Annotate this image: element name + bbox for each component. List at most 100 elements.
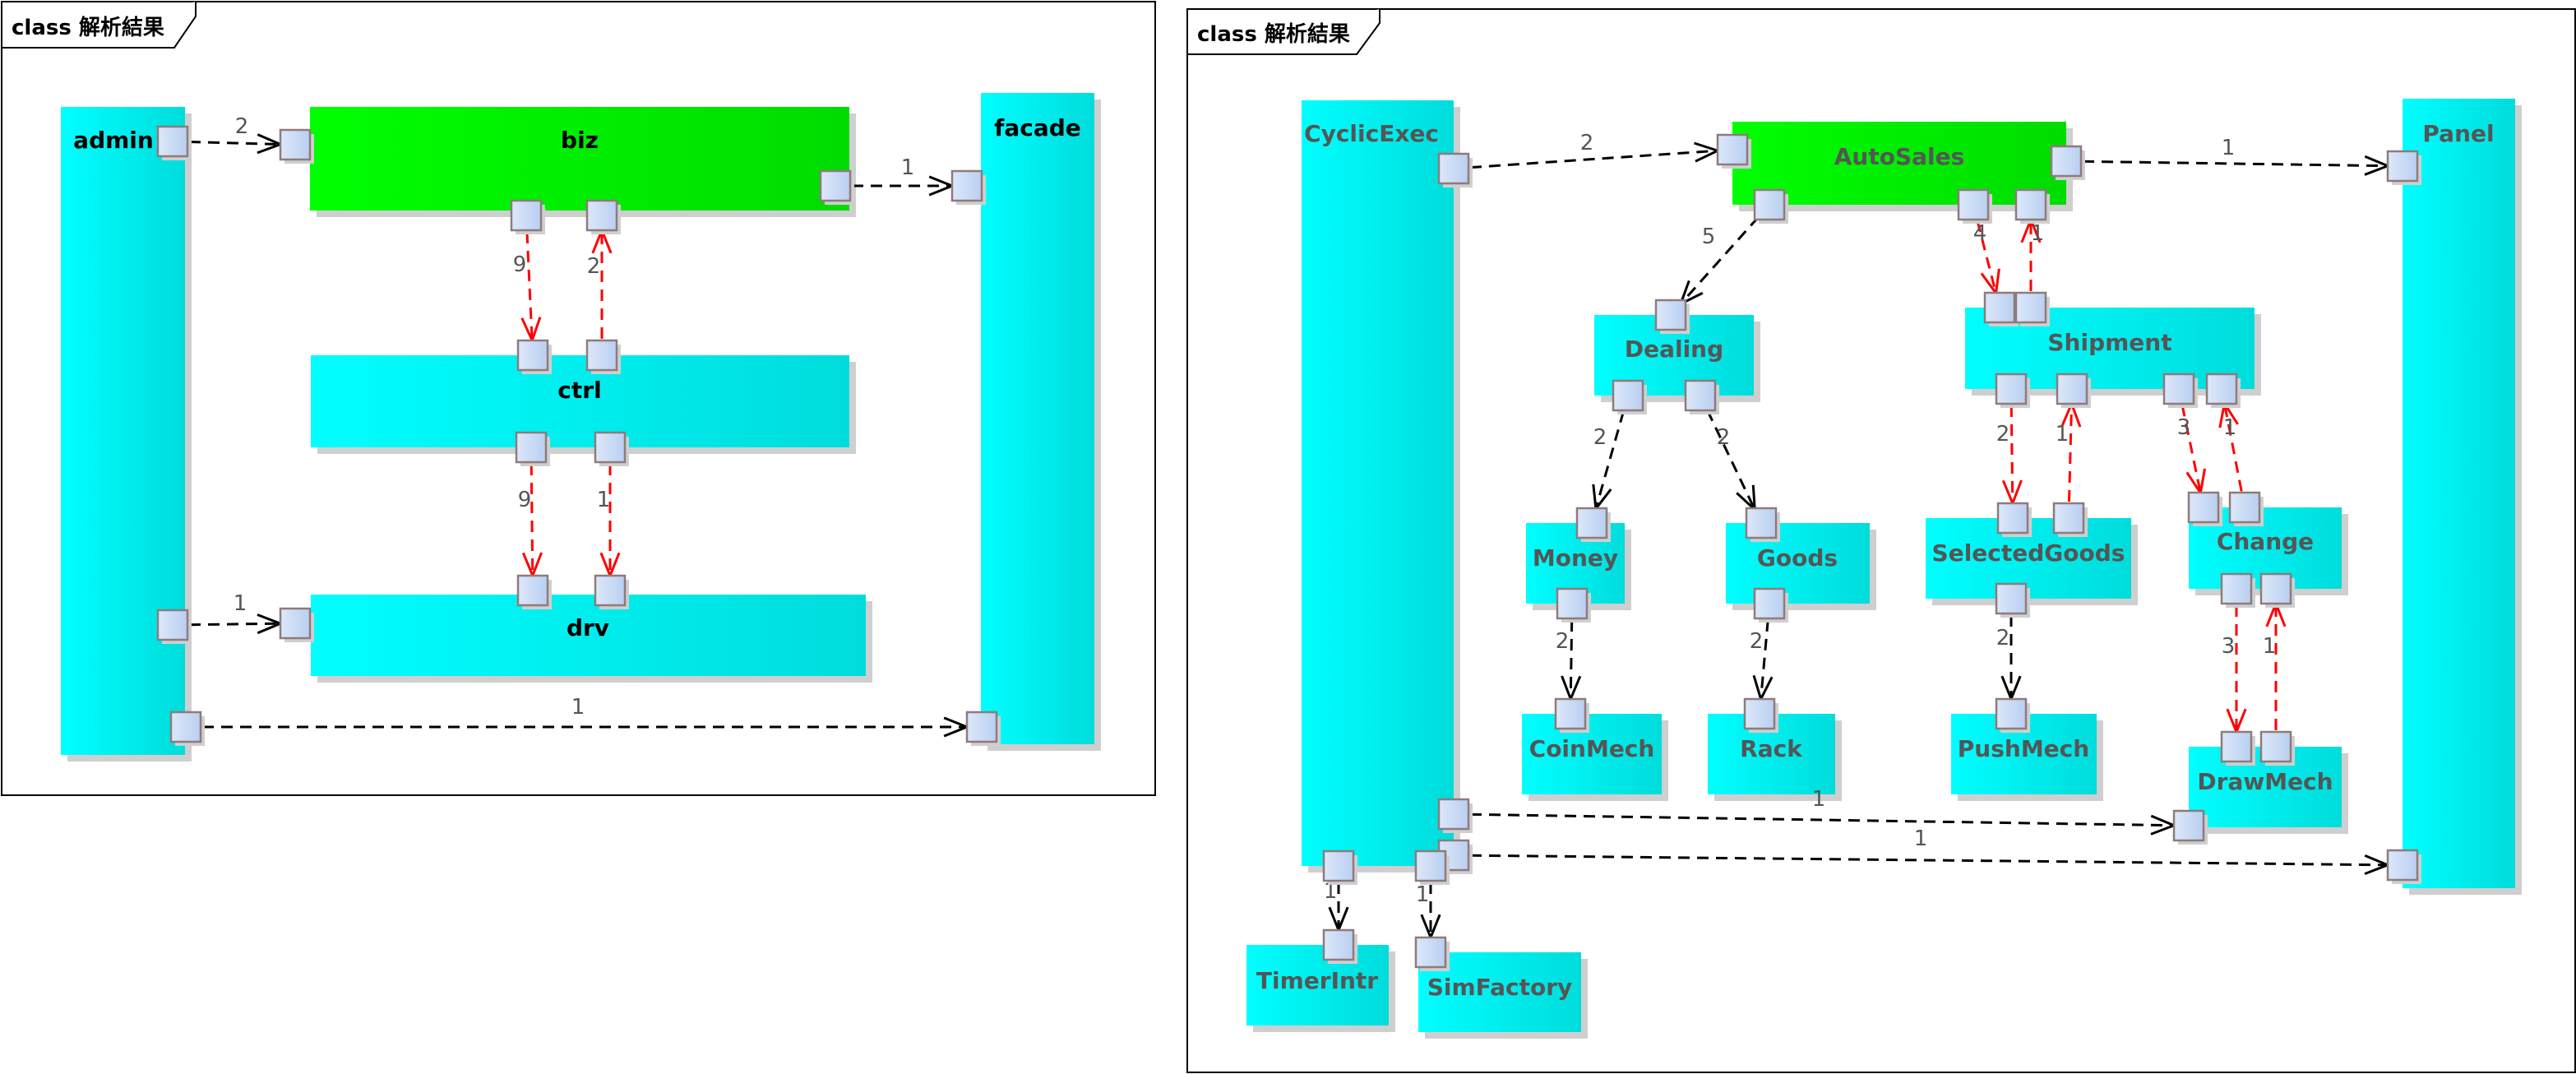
dependency-shipment-to-selectedgoods[interactable]: 2 — [1996, 405, 2023, 507]
port-out[interactable] — [1753, 188, 1788, 224]
port-in[interactable] — [279, 607, 314, 642]
port-in[interactable] — [1554, 697, 1589, 733]
package-simfactory[interactable]: SimFactory — [1418, 952, 1588, 1039]
dependency-biz-to-ctrl[interactable]: 9 — [513, 231, 542, 345]
package-ctrl[interactable]: ctrl — [311, 355, 856, 454]
port-out[interactable] — [2259, 730, 2295, 766]
dependency-ctrl-to-drv[interactable]: 9 — [518, 463, 543, 580]
port-in[interactable] — [2056, 373, 2091, 408]
port-in[interactable] — [1745, 507, 1780, 542]
port-in[interactable] — [594, 574, 629, 609]
package-timerintr[interactable]: TimerIntr — [1246, 945, 1395, 1032]
port-in[interactable] — [1996, 502, 2032, 537]
port-in[interactable] — [1995, 697, 2030, 733]
port-in[interactable] — [950, 169, 986, 205]
port-out[interactable] — [169, 711, 205, 746]
port-in[interactable] — [1654, 299, 1690, 334]
dependency-cyclicexec-to-simfactory[interactable]: 1 — [1416, 882, 1441, 942]
port-in[interactable] — [2187, 491, 2222, 526]
frame-tab — [2, 2, 197, 49]
port-in[interactable] — [2386, 849, 2421, 884]
port-in[interactable] — [1743, 697, 1778, 733]
dependency-cyclicexec-to-autosales[interactable]: 2 — [1469, 131, 1722, 169]
port-out[interactable] — [1437, 798, 1473, 833]
port-in[interactable] — [1414, 936, 1450, 971]
port-out[interactable] — [1612, 379, 1647, 414]
dependency-count: 2 — [1750, 629, 1764, 654]
dependency-change-to-drawmech[interactable]: 3 — [2222, 605, 2247, 736]
port-out[interactable] — [2220, 572, 2255, 608]
port-box — [1322, 928, 1355, 961]
dependency-drawmech-to-change[interactable]: 1 — [2263, 599, 2287, 730]
port-out[interactable] — [585, 339, 621, 374]
port-in[interactable] — [516, 339, 552, 374]
port-out[interactable] — [156, 609, 192, 644]
package-drv[interactable]: drv — [311, 595, 872, 683]
dependency-drv-to-ctrl[interactable]: 1 — [597, 464, 621, 580]
dependency-change-to-shipment[interactable]: 1 — [2218, 400, 2243, 492]
dependency-autosales-to-shipment[interactable]: 4 — [1973, 220, 2000, 297]
port-out[interactable] — [1995, 582, 2030, 618]
dependency-shipment-to-change[interactable]: 3 — [2177, 405, 2207, 497]
package-goods[interactable]: Goods — [1726, 523, 1876, 610]
port-out[interactable] — [1995, 373, 2030, 408]
port-out[interactable] — [510, 199, 545, 234]
dependency-money-to-coinmech[interactable]: 2 — [1556, 619, 1582, 703]
package-panel[interactable]: Panel — [2403, 99, 2522, 895]
port-box — [1753, 188, 1786, 221]
port-out[interactable] — [594, 431, 629, 466]
package-cyclicexec[interactable]: CyclicExec — [1302, 100, 1460, 873]
dependency-goods-to-rack[interactable]: 2 — [1750, 619, 1774, 703]
port-out[interactable] — [515, 431, 550, 466]
port-out[interactable] — [1957, 188, 1992, 224]
port-out[interactable] — [1322, 849, 1357, 885]
port-out[interactable] — [819, 169, 854, 205]
port-in[interactable] — [2172, 809, 2208, 845]
dependency-autosales-to-dealing[interactable]: 5 — [1678, 215, 1760, 307]
port-in[interactable] — [1322, 928, 1357, 964]
port-out[interactable] — [1684, 379, 1719, 414]
port-in[interactable] — [585, 199, 621, 234]
package-admin[interactable]: admin — [61, 107, 192, 762]
dependency-cyclicexec-to-timerintr[interactable]: 1 — [1324, 879, 1349, 934]
port-in[interactable] — [516, 574, 552, 609]
port-in[interactable] — [2014, 188, 2050, 224]
port-out[interactable] — [2014, 291, 2050, 326]
port-out[interactable] — [2228, 491, 2264, 526]
port-in[interactable] — [2259, 572, 2295, 608]
port-out[interactable] — [1437, 152, 1473, 187]
port-in[interactable] — [2205, 373, 2241, 408]
port-in[interactable] — [1716, 133, 1751, 169]
dependency-shipment-to-autosales[interactable]: 1 — [2020, 215, 2044, 291]
port-out[interactable] — [2052, 502, 2088, 537]
package-biz[interactable]: biz — [310, 107, 856, 217]
port-in[interactable] — [2386, 150, 2421, 185]
dependency-selectedgoods-to-pushmech[interactable]: 2 — [1996, 615, 2022, 703]
package-rack[interactable]: Rack — [1708, 714, 1842, 801]
dependency-admin-to-facade[interactable]: 1 — [202, 695, 971, 738]
package-coinmech[interactable]: CoinMech — [1522, 714, 1668, 801]
port-out[interactable] — [2050, 145, 2085, 180]
port-box — [1612, 379, 1644, 412]
port-out[interactable] — [1414, 849, 1450, 885]
port-in[interactable] — [1983, 291, 2019, 326]
dependency-autosales-to-panel[interactable]: 1 — [2082, 136, 2392, 176]
port-out[interactable] — [1753, 587, 1788, 623]
port-out[interactable] — [156, 125, 192, 160]
dependency-admin-to-biz[interactable]: 2 — [188, 114, 284, 155]
dependency-admin-to-drv[interactable]: 1 — [188, 591, 284, 635]
dependency-ctrl-to-biz[interactable]: 2 — [587, 226, 613, 339]
dependency-dealing-to-money[interactable]: 2 — [1592, 410, 1625, 512]
package-selectedgoods[interactable]: SelectedGoods — [1926, 518, 2138, 605]
port-in[interactable] — [1575, 507, 1611, 542]
dependency-dealing-to-goods[interactable]: 2 — [1706, 410, 1756, 513]
port-out[interactable] — [1556, 587, 1591, 623]
dependency-biz-to-facade[interactable]: 1 — [852, 155, 956, 197]
port-in[interactable] — [2220, 730, 2255, 766]
port-in[interactable] — [279, 128, 314, 164]
port-in[interactable] — [965, 711, 1001, 746]
package-facade[interactable]: facade — [981, 93, 1101, 751]
package-autosales[interactable]: AutoSales — [1732, 122, 2073, 211]
dependency-selectedgoods-to-shipment[interactable]: 1 — [2056, 400, 2082, 502]
port-out[interactable] — [2162, 373, 2198, 408]
